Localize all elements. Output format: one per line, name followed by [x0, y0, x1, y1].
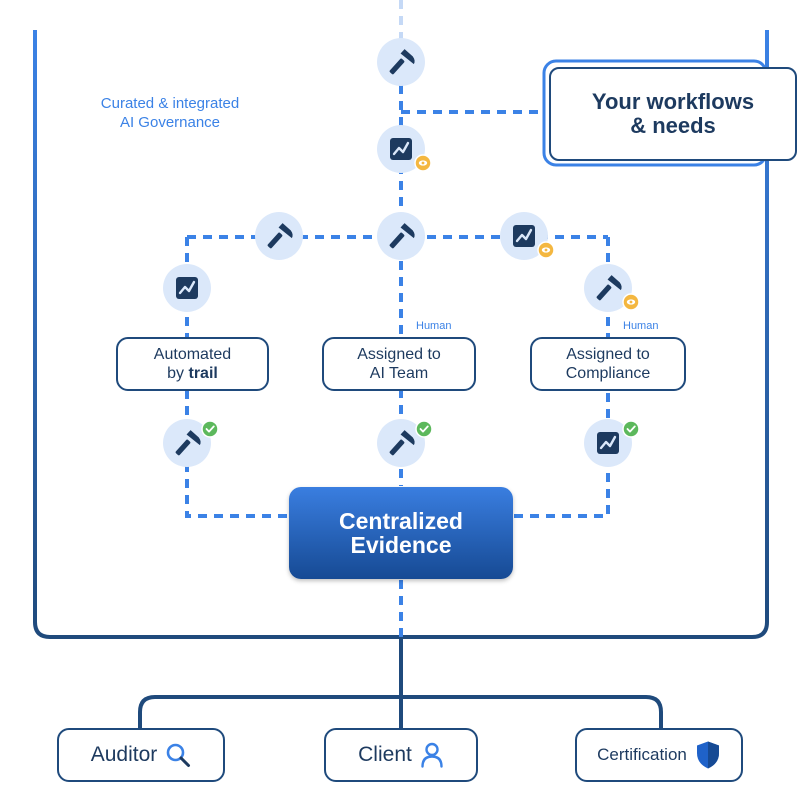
- check-badge-icon: [415, 420, 433, 438]
- ai-team-box: Assigned to AI Team: [322, 337, 476, 391]
- chart-icon: [174, 275, 200, 301]
- eye-badge-icon: [537, 241, 555, 259]
- human-tag-center: Human: [416, 320, 452, 332]
- client-label: Client: [358, 743, 412, 766]
- shield-icon: [696, 741, 719, 769]
- node-chart-right-done: [584, 419, 640, 467]
- eye-badge-icon: [622, 293, 640, 311]
- chart-icon: [511, 223, 537, 249]
- search-icon: [166, 743, 191, 767]
- node-hammer-left-done: [163, 419, 219, 467]
- compliance-box: Assigned to Compliance: [530, 337, 686, 391]
- node-hammer-center-branch: [377, 212, 425, 260]
- chart-icon: [388, 136, 414, 162]
- eye-badge-icon: [414, 154, 432, 172]
- node-chart-right-branch: [500, 212, 555, 260]
- person-icon: [421, 742, 443, 768]
- client-box: Client: [324, 728, 478, 782]
- node-hammer-center-done: [377, 419, 433, 467]
- automated-box: Automated by trail: [116, 337, 269, 391]
- auditor-box: Auditor: [57, 728, 225, 782]
- node-chart-spine: [377, 125, 432, 173]
- stakeholder-tree: [138, 637, 663, 728]
- node-chart-left: [163, 264, 211, 312]
- governance-heading: Curated & integrated AI Governance: [100, 95, 240, 131]
- certification-box: Certification: [575, 728, 743, 782]
- auditor-label: Auditor: [90, 743, 158, 766]
- node-hammer-top: [377, 38, 425, 86]
- chart-icon: [595, 430, 621, 456]
- node-hammer-left-branch: [255, 212, 303, 260]
- certification-label: Certification: [597, 745, 687, 764]
- check-badge-icon: [622, 420, 640, 438]
- workflows-box: Your workflows & needs: [549, 67, 797, 161]
- node-hammer-right: [584, 264, 640, 312]
- centralized-evidence-box: Centralized Evidence: [289, 487, 513, 579]
- human-tag-right: Human: [623, 320, 659, 332]
- check-badge-icon: [201, 420, 219, 438]
